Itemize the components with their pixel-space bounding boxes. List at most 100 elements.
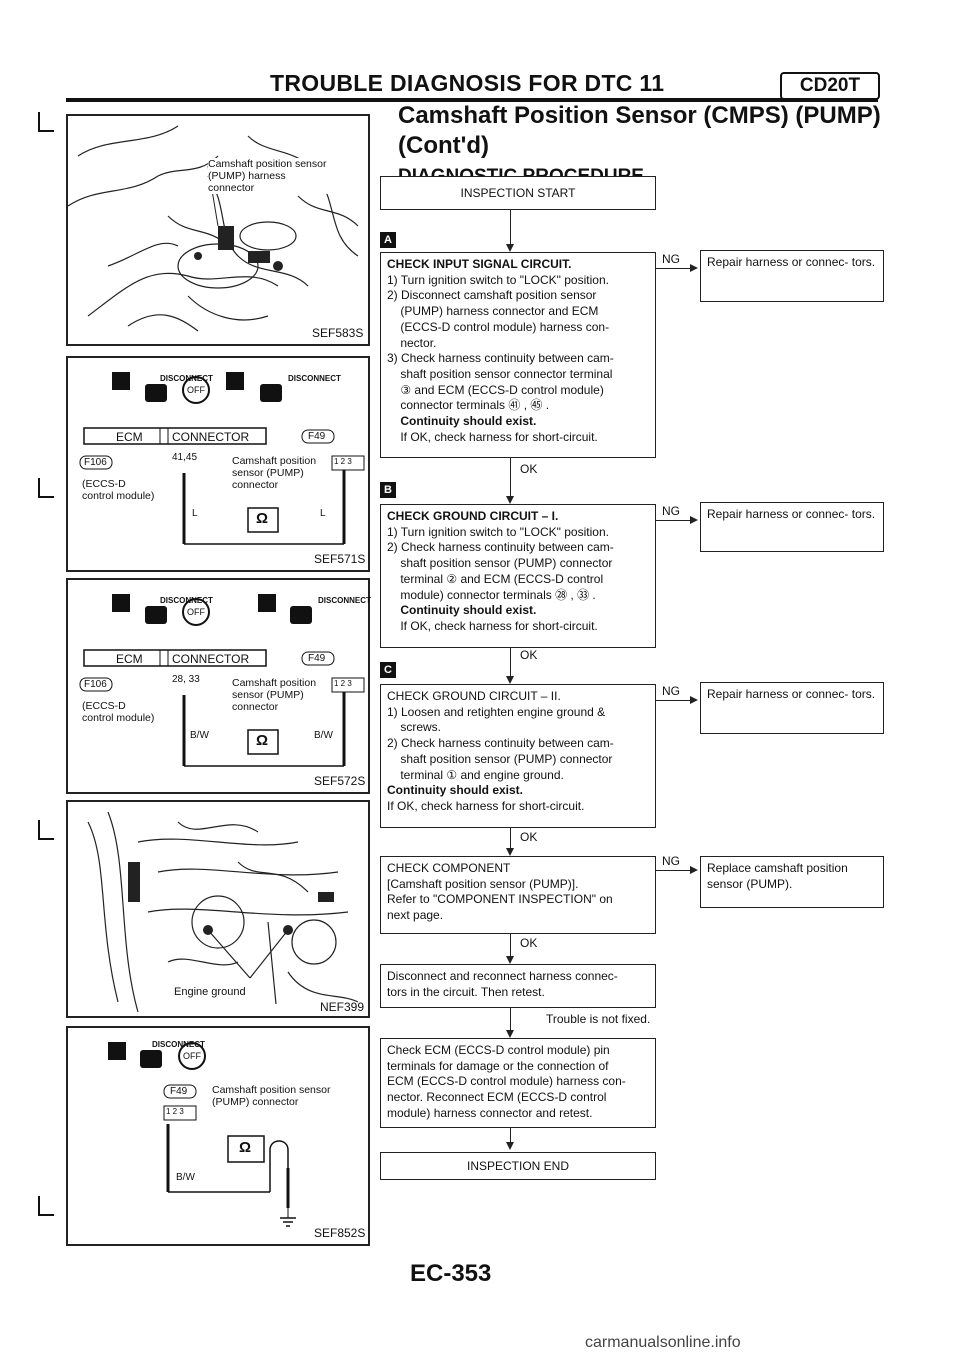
fig5-ohm: Ω <box>239 1139 252 1156</box>
flow-arrow <box>690 696 698 704</box>
fig3-f49: F49 <box>308 653 326 664</box>
stepF-line-0: Check ECM (ECCS-D control module) pin <box>387 1043 610 1057</box>
fig5-f49: F49 <box>170 1086 188 1097</box>
fig2-ohm: Ω <box>256 510 269 527</box>
section-title-cont: (Cont'd) <box>398 132 489 159</box>
flow-connector <box>510 934 511 958</box>
flow-step-c: CHECK GROUND CIRCUIT – II. 1) Loosen and… <box>380 684 656 828</box>
flow-arrow <box>690 866 698 874</box>
fig2-disconnect-2: DISCONNECT <box>288 374 341 383</box>
stepD-line-3: next page. <box>387 908 444 923</box>
stepF-line-2: ECM (ECCS-D control module) harness con- <box>387 1074 626 1089</box>
fig3-ohm: Ω <box>256 732 269 749</box>
fig5-sensor-label: Camshaft position sensor (PUMP) connecto… <box>212 1084 331 1108</box>
flow-start: INSPECTION START <box>380 176 656 210</box>
fig2-wire-right: L <box>320 508 326 519</box>
flow-end: INSPECTION END <box>380 1152 656 1180</box>
fig2-f49: F49 <box>308 431 326 442</box>
fig5-off: OFF <box>183 1051 201 1061</box>
stepA-line-7: shaft position sensor connector terminal <box>387 366 613 381</box>
fig3-wire-left: B/W <box>190 730 209 741</box>
stepC-line-5: terminal ① and engine ground. <box>387 767 564 782</box>
flow-connector <box>656 700 692 701</box>
fig3-pins: 28, 33 <box>172 674 200 685</box>
stepC-line-1: 1) Loosen and retighten engine ground & <box>387 704 606 719</box>
fig3-id: SEF572S <box>314 774 366 788</box>
fig1-callout: Camshaft position sensor (PUMP) harness … <box>208 158 328 194</box>
stepE-result: Trouble is not fixed. <box>546 1012 651 1026</box>
stepA-line-9: connector terminals ㊶ , ㊺ . <box>387 398 550 413</box>
figure-a-circuit: DISCONNECT DISCONNECT H.S. T.S. OFF ECM … <box>66 356 370 572</box>
flow-step-e: Disconnect and reconnect harness connec-… <box>380 964 656 1008</box>
stepB-ng-label: NG <box>662 504 680 518</box>
flow-step-d: CHECK COMPONENT [Camshaft position senso… <box>380 856 656 934</box>
stepB-line-0: CHECK GROUND CIRCUIT – I. <box>387 509 559 523</box>
watermark: carmanualsonline.info <box>585 1334 741 1351</box>
stepB-tag: B <box>380 482 396 498</box>
stepB-line-7: If OK, check harness for short-circuit. <box>387 618 598 633</box>
fig3-ts: T.S. <box>261 616 277 626</box>
stepB-line-3: shaft position sensor (PUMP) connector <box>387 556 613 571</box>
fig1-id: SEF583S <box>312 326 364 340</box>
flow-arrow <box>506 1030 514 1038</box>
stepA-ng-label: NG <box>662 252 680 266</box>
header-rule <box>66 98 878 102</box>
page-number: EC-353 <box>410 1260 492 1287</box>
fig3-eccs: (ECCS-D control module) <box>82 700 155 724</box>
fig2-f106: F106 <box>84 457 107 468</box>
stepD-line-2: Refer to "COMPONENT INSPECTION" on <box>387 892 613 907</box>
stepC-line-3: 2) Check harness continuity between cam- <box>387 736 614 751</box>
figure-b-circuit: DISCONNECT DISCONNECT H.S. T.S. OFF ECM … <box>66 578 371 794</box>
flow-connector <box>510 648 511 680</box>
figure-c-circuit: DISCONNECT T.S. OFF F49 1 2 3 Camshaft p… <box>66 1026 370 1246</box>
fig3-connector: CONNECTOR <box>172 652 250 666</box>
stepF-line-3: nector. Reconnect ECM (ECCS-D control <box>387 1090 607 1105</box>
stepF-line-1: terminals for damage or the connection o… <box>387 1058 609 1073</box>
stepA-line-6: 3) Check harness continuity between cam- <box>387 351 614 366</box>
fig5-wire: B/W <box>176 1172 195 1183</box>
fig3-hs: H.S. <box>115 616 133 626</box>
fig2-ts: T.S. <box>229 394 245 404</box>
stepE-line-0: Disconnect and reconnect harness connec- <box>387 969 618 983</box>
fig5-pin-nums: 1 2 3 <box>166 1107 184 1116</box>
engine-code-badge: CD20T <box>780 72 880 100</box>
flow-step-a: CHECK INPUT SIGNAL CIRCUIT. 1) Turn igni… <box>380 252 656 458</box>
stepA-line-2: 2) Disconnect camshaft position sensor <box>387 288 597 303</box>
binder-hook <box>38 1196 54 1216</box>
figure-engine-ground: Engine ground NEF399 <box>66 800 370 1018</box>
stepB-ng-box: Repair harness or connec- tors. <box>700 502 884 552</box>
fig2-disconnect-1: DISCONNECT <box>160 374 213 383</box>
section-title: Camshaft Position Sensor (CMPS) (PUMP) <box>398 102 881 129</box>
fig3-off: OFF <box>187 607 205 617</box>
flow-arrow <box>506 848 514 856</box>
fig5-ts: T.S. <box>111 1064 127 1074</box>
fig3-disconnect-2: DISCONNECT <box>318 596 371 605</box>
stepD-line-0: CHECK COMPONENT <box>387 861 511 875</box>
binder-hook <box>38 112 54 132</box>
flow-connector <box>656 520 692 521</box>
stepB-ok-label: OK <box>520 648 538 662</box>
fig3-ecm: ECM <box>116 652 143 666</box>
fig2-pins: 41,45 <box>172 452 198 463</box>
stepA-line-11: If OK, check harness for short-circuit. <box>387 429 598 444</box>
binder-hook <box>38 478 54 498</box>
engine-ground-illustration <box>87 811 359 1013</box>
stepA-line-10: Continuity should exist. <box>387 414 537 429</box>
stepA-tag: A <box>380 232 396 248</box>
flow-connector <box>510 1008 511 1032</box>
fig3-f106: F106 <box>84 679 107 690</box>
stepA-line-1: 1) Turn ignition switch to "LOCK" positi… <box>387 272 609 287</box>
binder-hook <box>38 820 54 840</box>
flow-connector <box>510 210 511 248</box>
stepC-ng-box: Repair harness or connec- tors. <box>700 682 884 734</box>
page-header-title: TROUBLE DIAGNOSIS FOR DTC 11 <box>270 70 665 96</box>
fig2-wire-left: L <box>192 508 198 519</box>
fig3-wire-right: B/W <box>314 730 333 741</box>
flow-connector <box>656 268 692 269</box>
stepC-ok-label: OK <box>520 830 538 844</box>
fig3-pin-nums: 1 2 3 <box>334 679 352 688</box>
stepA-ng-box: Repair harness or connec- tors. <box>700 250 884 302</box>
fig2-diagram <box>79 372 365 545</box>
flow-arrow <box>506 496 514 504</box>
flow-arrow <box>690 516 698 524</box>
